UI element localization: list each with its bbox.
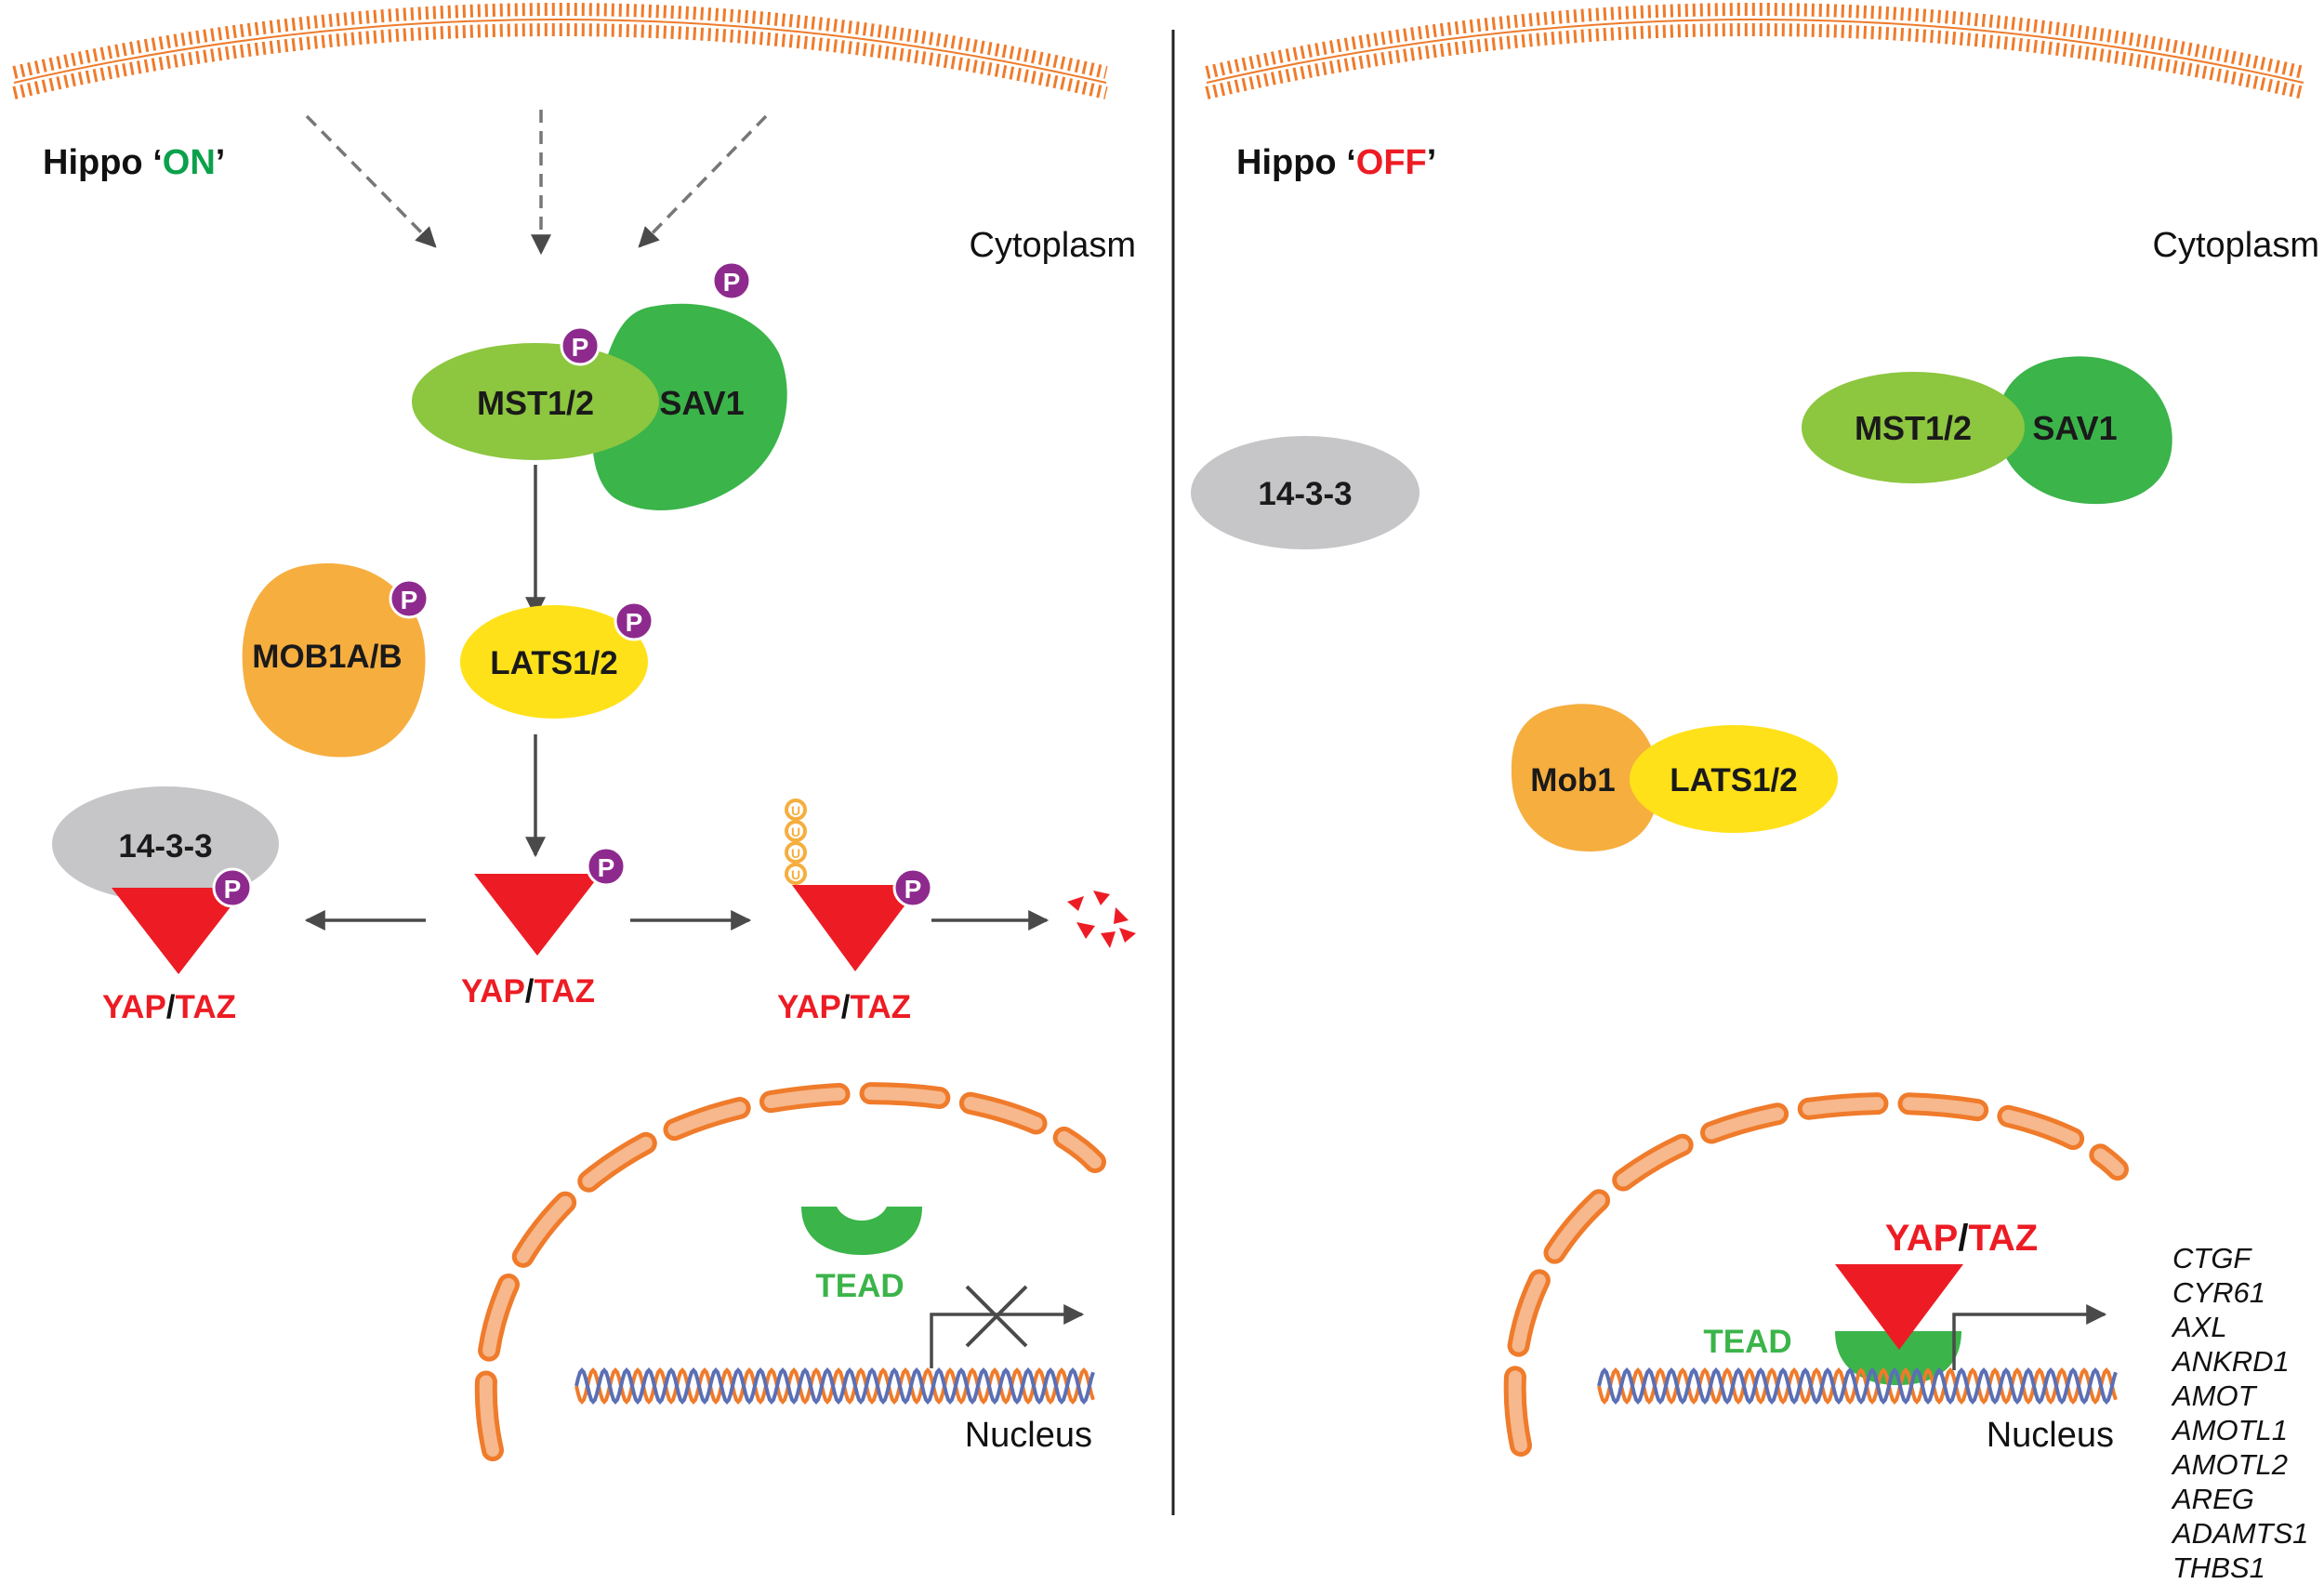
- mst12-label-right: MST1/2: [1855, 409, 1972, 447]
- gene-amotl1: AMOTL1: [2171, 1414, 2288, 1446]
- target-gene-list: CTGF CYR61 AXL ANKRD1 AMOT AMOTL1 AMOTL2…: [2171, 1242, 2308, 1584]
- gene-ctgf: CTGF: [2172, 1242, 2252, 1274]
- yap-taz-label-center: YAP/TAZ: [461, 973, 595, 1010]
- lats12-protein-right: [1630, 725, 1838, 833]
- svg-text:P: P: [598, 853, 615, 882]
- degraded-fragments: [1067, 891, 1136, 948]
- ubiquitin-chain: U U U U: [785, 799, 807, 885]
- phospho-mst-left: P: [560, 325, 601, 366]
- phospho-lats-left: P: [614, 601, 654, 641]
- gene-ankrd1: ANKRD1: [2171, 1345, 2290, 1378]
- svg-text:P: P: [905, 875, 922, 904]
- yap-taz-triangle-nuclear: [1835, 1264, 1963, 1350]
- svg-text:P: P: [572, 333, 589, 362]
- yap-taz-label-nuclear: YAP/TAZ: [1885, 1218, 2039, 1259]
- lats12-label-left: LATS1/2: [490, 645, 617, 681]
- mst12-protein-left: [412, 343, 659, 460]
- svg-text:P: P: [626, 608, 643, 637]
- tead-protein-left: [801, 1207, 922, 1255]
- gene-cyr61: CYR61: [2172, 1276, 2265, 1309]
- yap-taz-label-sequestered: YAP/TAZ: [102, 989, 236, 1025]
- svg-text:U: U: [791, 846, 800, 861]
- cell-membrane-left: [12, 3, 1108, 99]
- cell-membrane-right: [1205, 3, 2305, 99]
- nuclear-envelope-right: [1503, 1091, 2129, 1457]
- svg-text:P: P: [401, 586, 418, 614]
- gene-thbs1: THBS1: [2172, 1551, 2265, 1584]
- cytoplasm-label-right: Cytoplasm: [2153, 226, 2320, 265]
- mob1ab-label-left: MOB1A/B: [252, 639, 402, 675]
- fourteen33-label-left: 14-3-3: [118, 828, 212, 865]
- yap-taz-label-ubiquitinated: YAP/TAZ: [777, 989, 911, 1025]
- gene-amot: AMOT: [2171, 1379, 2258, 1412]
- gene-amotl2: AMOTL2: [2171, 1448, 2288, 1481]
- dna-left: [574, 1366, 1095, 1406]
- yap-taz-triangle-phosphorylated: [474, 874, 601, 956]
- fourteen33-protein-right: [1191, 436, 1419, 549]
- hippo-off-title: Hippo ‘OFF’: [1236, 143, 1436, 182]
- signal-arrow-1: [305, 114, 437, 248]
- nucleus-label-right: Nucleus: [1987, 1416, 2114, 1455]
- gene-adamts1: ADAMTS1: [2171, 1517, 2308, 1550]
- svg-text:P: P: [723, 268, 741, 297]
- yap-taz-triangle-ubiquitinated: [792, 885, 920, 971]
- svg-text:U: U: [791, 825, 800, 839]
- tead-label-left: TEAD: [815, 1268, 904, 1304]
- phospho-yap-ubiquitinated: P: [892, 867, 933, 908]
- sav1-protein-right: [1997, 356, 2172, 505]
- svg-text:P: P: [224, 875, 242, 904]
- phospho-yap-center: P: [586, 846, 627, 887]
- hippo-on-title: Hippo ‘ON’: [43, 143, 225, 182]
- tead-label-right: TEAD: [1703, 1324, 1791, 1360]
- signal-arrow-3: [638, 114, 768, 248]
- block-x-2: [965, 1285, 1028, 1348]
- dna-right: [1597, 1366, 2118, 1406]
- nucleus-label-left: Nucleus: [965, 1416, 1092, 1455]
- cytoplasm-label-left: Cytoplasm: [970, 226, 1137, 265]
- mst12-label-left: MST1/2: [477, 384, 594, 422]
- transcription-arrow-left: [930, 1304, 1085, 1368]
- yap-taz-triangle-sequestered: [112, 888, 245, 974]
- gene-areg: AREG: [2171, 1483, 2254, 1515]
- sav1-label-right: SAV1: [2032, 409, 2117, 447]
- mst12-protein-right: [1802, 372, 2025, 483]
- phospho-mob-left: P: [389, 578, 429, 619]
- mob1-label-right: Mob1: [1530, 762, 1615, 799]
- mob1-protein-right: [1511, 704, 1659, 852]
- fourteen33-label-right: 14-3-3: [1258, 476, 1352, 512]
- svg-text:U: U: [791, 803, 800, 818]
- phospho-sav-left: P: [711, 260, 752, 301]
- lats12-label-right: LATS1/2: [1670, 762, 1797, 799]
- panel-hippo-on: Hippo ‘ON’ Cytoplasm MST1/2 SAV1 P P LAT…: [12, 3, 1137, 1461]
- svg-text:U: U: [791, 867, 800, 882]
- sav1-label-left: SAV1: [659, 384, 744, 422]
- mob1ab-protein-left: [242, 563, 426, 758]
- transcription-arrow-right: [1952, 1304, 2107, 1370]
- gene-axl: AXL: [2171, 1311, 2227, 1343]
- phospho-yap-sequestered: P: [212, 867, 253, 908]
- sav1-protein-left: [592, 303, 787, 511]
- panel-hippo-off: Hippo ‘OFF’ Cytoplasm 14-3-3 MST1/2 SAV1…: [1191, 3, 2320, 1584]
- lats12-protein-left: [460, 605, 648, 719]
